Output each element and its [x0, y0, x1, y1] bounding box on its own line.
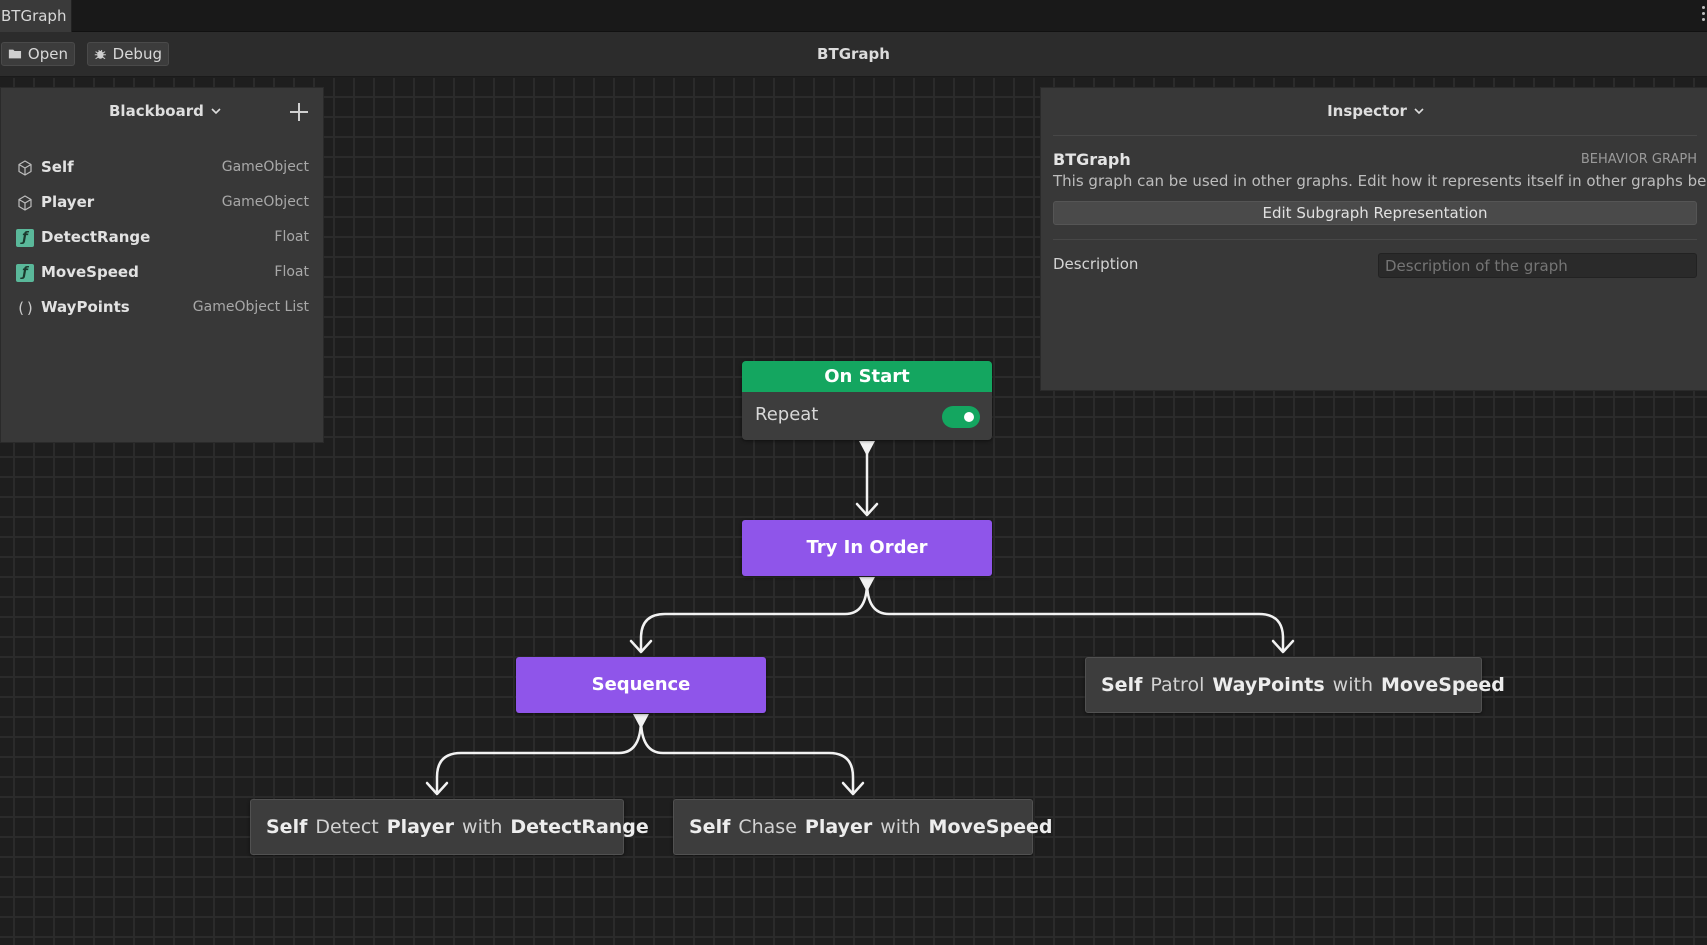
action-agent: Self	[1101, 674, 1143, 696]
patrol-action-node[interactable]: Self Patrol WayPoints with MoveSpeed	[1085, 657, 1505, 713]
action-with: with	[462, 816, 503, 838]
blackboard-header: Blackboard	[1, 88, 323, 136]
inspector-graph-name: BTGraph	[1053, 150, 1131, 169]
action-target: Player	[804, 816, 873, 838]
window-tabstrip: BTGraph	[0, 0, 1707, 32]
action-param: MoveSpeed	[928, 816, 1053, 838]
variable-name: Player	[41, 193, 95, 211]
graph-title: BTGraph	[817, 45, 890, 63]
blackboard-variable[interactable]: ƒ MoveSpeed Float	[1, 257, 323, 287]
inspector-panel: Inspector BTGraph BEHAVIOR GRAPH This gr…	[1040, 87, 1707, 391]
on-start-title: On Start	[742, 361, 992, 392]
variable-type: GameObject	[221, 159, 309, 175]
divider	[1053, 239, 1697, 240]
chase-action-node[interactable]: Self Chase Player with MoveSpeed	[673, 799, 1052, 855]
action-agent: Self	[266, 816, 308, 838]
chevron-down-icon	[1414, 108, 1424, 115]
variable-type: GameObject List	[192, 299, 309, 315]
variable-type: Float	[274, 229, 309, 245]
detect-action-node[interactable]: Self Detect Player with DetectRange	[250, 799, 649, 855]
float-icon: ƒ	[16, 264, 34, 282]
debug-label: Debug	[112, 45, 162, 63]
cube-icon	[18, 195, 32, 211]
variable-name: Self	[41, 158, 74, 176]
float-icon: ƒ	[16, 229, 34, 247]
blackboard-variable[interactable]: Self GameObject	[1, 152, 323, 182]
inspector-info-text: This graph can be used in other graphs. …	[1053, 172, 1707, 190]
inspector-title-dropdown[interactable]: Inspector	[1041, 102, 1707, 120]
list-icon: ( )	[18, 299, 32, 317]
variable-type: Float	[274, 264, 309, 280]
window-tab-label: BTGraph	[1, 7, 67, 25]
sequence-node[interactable]: Sequence	[516, 657, 766, 713]
action-target: Player	[386, 816, 455, 838]
plus-icon[interactable]	[287, 100, 311, 124]
variable-name: WayPoints	[41, 298, 130, 316]
try-in-order-node[interactable]: Try In Order	[742, 520, 992, 576]
window-tab[interactable]: BTGraph	[0, 0, 72, 32]
divider	[1053, 135, 1697, 136]
edit-subgraph-representation-button[interactable]: Edit Subgraph Representation	[1053, 201, 1697, 225]
repeat-toggle[interactable]	[942, 406, 980, 428]
action-verb: Detect	[315, 816, 379, 838]
blackboard-title-dropdown[interactable]: Blackboard	[109, 102, 222, 120]
blackboard-variable[interactable]: ƒ DetectRange Float	[1, 222, 323, 252]
repeat-label: Repeat	[755, 404, 819, 425]
chevron-down-icon	[211, 108, 221, 115]
on-start-body: Repeat	[742, 392, 992, 440]
open-button[interactable]: Open	[1, 42, 75, 66]
debug-button[interactable]: Debug	[87, 42, 169, 66]
description-input[interactable]	[1378, 253, 1697, 278]
blackboard-variable[interactable]: ( ) WayPoints GameObject List	[1, 292, 323, 322]
blackboard-panel: Blackboard Self GameObject Player GameOb…	[0, 87, 324, 443]
variable-name: MoveSpeed	[41, 263, 139, 281]
folder-icon	[8, 49, 22, 59]
on-start-node[interactable]: On Start Repeat	[742, 361, 992, 440]
action-agent: Self	[689, 816, 731, 838]
blackboard-title: Blackboard	[109, 102, 204, 120]
action-param: MoveSpeed	[1380, 674, 1505, 696]
action-verb: Patrol	[1150, 674, 1205, 696]
variable-type: GameObject	[221, 194, 309, 210]
action-verb: Chase	[738, 816, 797, 838]
description-label: Description	[1053, 255, 1139, 273]
bug-icon	[94, 49, 106, 60]
action-param: DetectRange	[510, 816, 649, 838]
action-with: with	[1332, 674, 1373, 696]
more-options-icon[interactable]	[1700, 6, 1706, 24]
blackboard-variable[interactable]: Player GameObject	[1, 187, 323, 217]
inspector-title: Inspector	[1327, 102, 1407, 120]
variable-name: DetectRange	[41, 228, 151, 246]
cube-icon	[18, 160, 32, 176]
open-label: Open	[27, 45, 68, 63]
toolbar: Open Debug BTGraph	[0, 32, 1707, 77]
action-with: with	[880, 816, 921, 838]
action-target: WayPoints	[1212, 674, 1325, 696]
inspector-graph-kind: BEHAVIOR GRAPH	[1580, 152, 1697, 167]
